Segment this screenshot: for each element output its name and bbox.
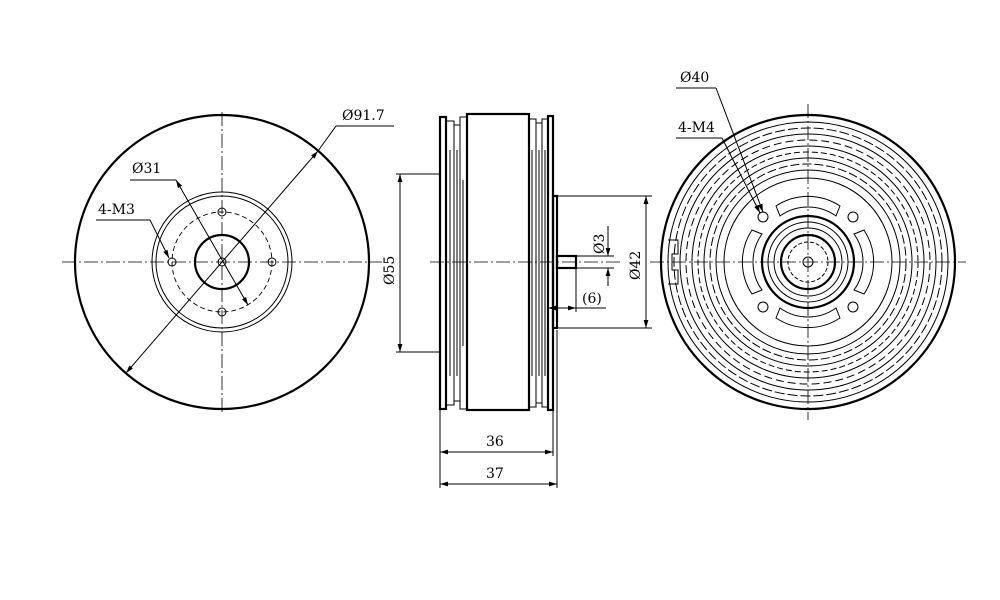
rear-slot-left <box>741 229 763 295</box>
label-rear-mount-holes: 4-M4 <box>678 120 715 136</box>
rear-view: Ø40 4-M4 <box>650 70 966 420</box>
label-mount-holes: 4-M3 <box>98 202 135 218</box>
rear-hub-outer <box>760 214 856 310</box>
rear-outer-circle <box>659 113 957 411</box>
label-body-diameter: Ø55 <box>382 256 398 285</box>
side-view: Ø55 Ø42 Ø3 (6) 36 37 <box>382 112 652 488</box>
label-width-inner: 36 <box>486 434 504 450</box>
rear-slots <box>741 195 875 329</box>
rear-shaft-circle <box>802 256 814 268</box>
front-view: Ø91.7 Ø31 4-M3 <box>62 108 394 412</box>
label-bolt-circle: Ø31 <box>132 161 161 177</box>
leader-rear-mount-holes <box>721 137 761 214</box>
rear-hole-br <box>847 301 859 313</box>
rear-hole-tr <box>847 211 859 223</box>
rear-slot-right <box>853 229 875 295</box>
label-shaft-diameter: Ø3 <box>592 234 608 254</box>
rear-mount-holes <box>757 211 859 313</box>
label-rear-bolt-circle: Ø40 <box>680 70 709 86</box>
side-shaft <box>555 254 578 270</box>
rear-bearing <box>779 233 837 291</box>
label-shaft-length: (6) <box>582 291 602 307</box>
label-outer-diameter: Ø91.7 <box>342 108 385 124</box>
rear-stator-rings <box>667 121 949 403</box>
label-width-overall: 37 <box>486 466 504 482</box>
dim-line-bolt-circle <box>175 179 249 306</box>
rear-hub-ring-2 <box>773 227 843 297</box>
rear-hole-bl <box>757 301 769 313</box>
rear-connector-tab <box>668 239 679 285</box>
leader-mount-holes <box>149 219 170 259</box>
rear-slot-top <box>775 195 841 217</box>
rear-slot-bottom <box>775 307 841 329</box>
rear-bearing-inner <box>787 241 829 283</box>
side-left-flange-outer <box>438 115 448 411</box>
leader-outer-diameter <box>317 125 337 152</box>
front-outer-circle <box>73 113 371 411</box>
rear-hub-ring-1 <box>767 221 849 303</box>
leader-rear-bolt-circle <box>715 87 764 213</box>
rear-hole-tl <box>757 211 769 223</box>
label-hub-diameter: Ø42 <box>628 251 644 280</box>
